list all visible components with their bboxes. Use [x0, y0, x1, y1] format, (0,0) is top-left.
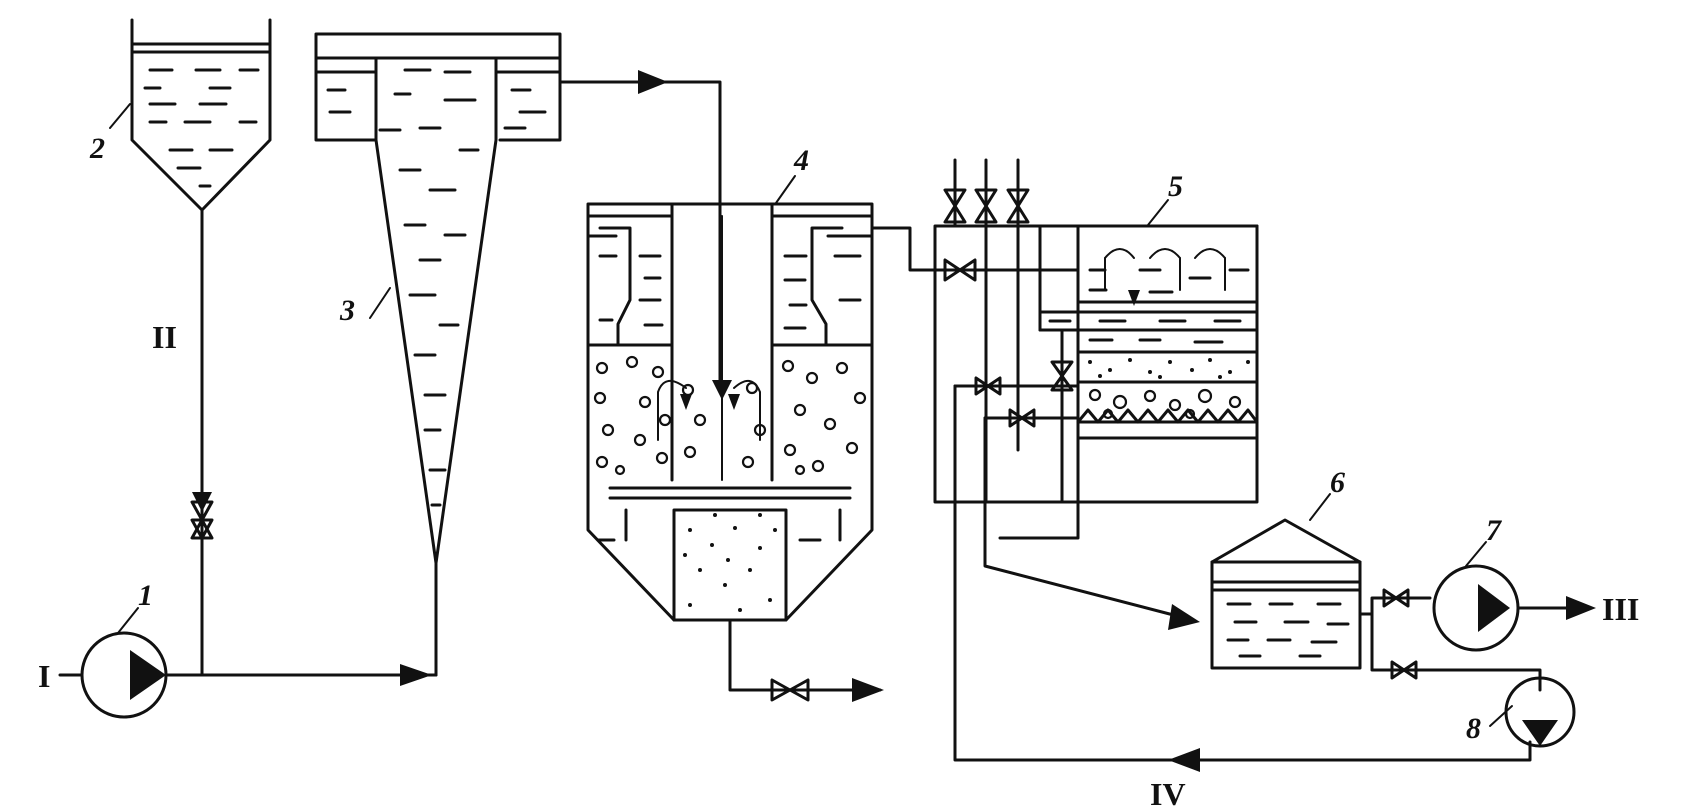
pipe-to-pump-8	[1370, 648, 1542, 692]
flow-arrow-to-tank-6	[1168, 604, 1200, 630]
stream-label-iv: IV	[1150, 776, 1186, 811]
pipe-settler-to-unit-5	[870, 226, 1080, 272]
stream-label-ii: II	[152, 319, 177, 355]
valve-sludge	[770, 678, 792, 702]
label-2: 2	[89, 132, 105, 165]
stream-label-iii: III	[1602, 591, 1639, 627]
flow-arrow-overflow	[638, 70, 668, 94]
label-1: 1	[138, 579, 153, 612]
unit-5	[933, 224, 1259, 504]
leader-5	[1147, 199, 1169, 226]
flow-arrow-return-iv	[1168, 748, 1200, 772]
label-5: 5	[1168, 170, 1183, 203]
pump-7	[1432, 564, 1520, 652]
valve-feed-5	[943, 258, 962, 282]
pipe-to-pump-7	[1370, 596, 1432, 616]
pipe-cyclone-to-settler	[558, 80, 722, 382]
pipe-sludge-discharge	[728, 618, 882, 692]
label-4: 4	[793, 144, 809, 177]
label-7: 7	[1486, 514, 1502, 547]
label-6: 6	[1330, 466, 1345, 499]
valve-pump-7	[1382, 588, 1398, 608]
label-8: 8	[1466, 712, 1481, 745]
pipe-return-iv	[953, 384, 1532, 762]
leader-7	[1465, 541, 1487, 567]
leader-2	[109, 103, 131, 129]
flow-arrow-iii	[1566, 596, 1596, 620]
leader-3	[369, 287, 391, 319]
pipe-to-tank-6	[983, 416, 1187, 620]
hydrocyclone-3	[314, 32, 562, 565]
flow-arrow-line-ii	[192, 492, 212, 512]
tank-6	[1210, 518, 1362, 670]
leader-1	[117, 607, 139, 634]
leader-8	[1489, 705, 1513, 727]
leader-6	[1309, 493, 1331, 521]
leader-4	[775, 175, 796, 204]
flow-arrow-sludge	[852, 678, 884, 702]
stream-label-i: I	[38, 658, 50, 694]
pump-1	[80, 631, 168, 719]
pipe-tank6-out	[1358, 612, 1374, 652]
flow-arrow-to-cyclone	[400, 664, 432, 686]
valve-pump-8	[1390, 660, 1406, 680]
reagent-tank-2	[130, 18, 272, 212]
unit-5-piping	[953, 224, 1080, 540]
settler-filter-4	[586, 202, 874, 622]
label-3: 3	[339, 294, 355, 327]
